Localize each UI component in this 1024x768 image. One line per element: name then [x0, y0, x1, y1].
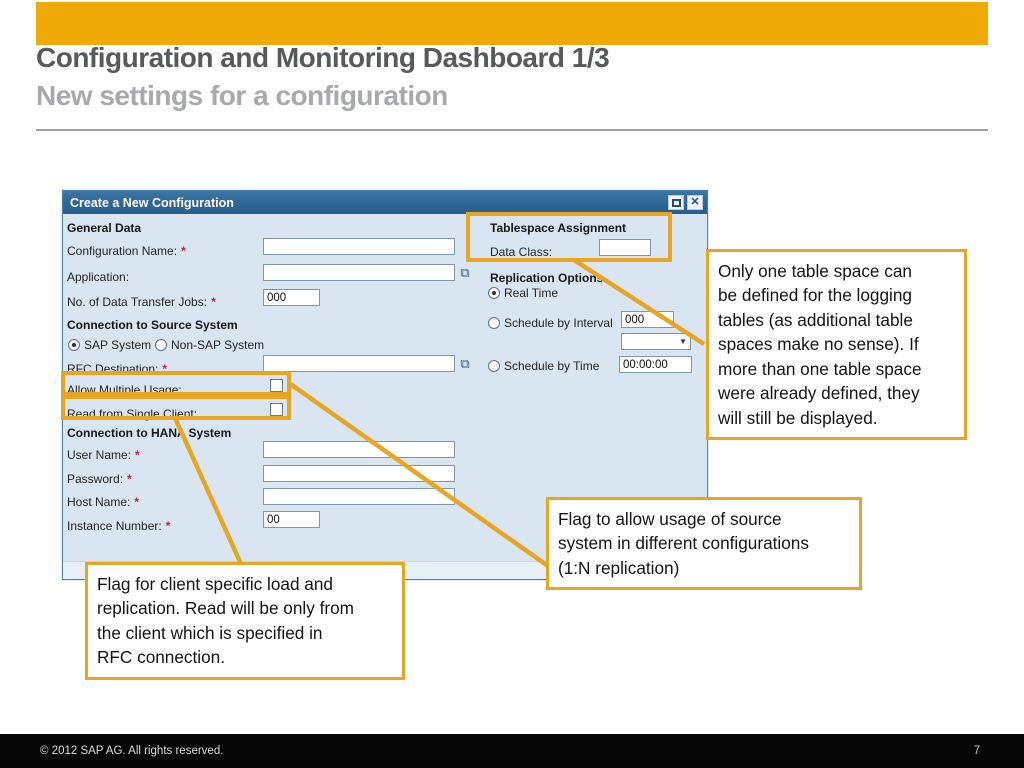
data-class-input[interactable] — [599, 239, 651, 256]
sap-system-label-text: SAP System — [84, 338, 152, 352]
jobs-label-row: No. of Data Transfer Jobs: * — [67, 295, 216, 309]
required-marker: * — [127, 472, 132, 486]
host-name-label: Host Name: — [67, 495, 131, 509]
highlight-rect-read-single — [61, 395, 291, 420]
schedule-interval-input[interactable] — [621, 311, 674, 328]
dialog-titlebar[interactable]: Create a New Configuration ✕ — [63, 191, 707, 214]
maximize-button[interactable] — [668, 195, 684, 210]
application-label: Application: — [67, 270, 130, 284]
schedule-interval-label-text: Schedule by Interval — [504, 316, 613, 330]
maximize-icon — [671, 198, 681, 207]
config-name-label-row: Configuration Name: * — [67, 244, 186, 258]
section-source-system: Connection to Source System — [67, 318, 238, 332]
note-single-client: Flag for client specific load and replic… — [85, 562, 405, 680]
user-name-input[interactable] — [263, 441, 455, 458]
checkbox-allow-multiple-usage[interactable] — [270, 379, 283, 392]
highlight-rect-allow-multiple — [61, 371, 291, 396]
real-time-label: Real Time — [504, 286, 558, 300]
application-input[interactable] — [263, 264, 455, 281]
password-label: Password: — [67, 472, 124, 486]
close-icon: ✕ — [690, 196, 700, 208]
checkbox-read-single-client[interactable] — [270, 403, 283, 416]
schedule-time-label: Schedule by Time — [504, 359, 599, 373]
radio-schedule-time[interactable] — [488, 360, 500, 372]
required-marker: * — [162, 362, 168, 376]
slide-accent-bar — [36, 2, 988, 45]
non-sap-system-label-text: Non-SAP System — [171, 338, 265, 352]
section-general-data: General Data — [67, 221, 142, 235]
sap-system-label: SAP System — [84, 338, 151, 352]
jobs-input[interactable] — [263, 289, 320, 306]
radio-schedule-interval[interactable] — [488, 317, 500, 329]
required-marker: * — [135, 448, 140, 462]
note-multiple-usage: Flag to allow usage of source system in … — [546, 497, 862, 591]
required-marker: * — [165, 519, 171, 533]
jobs-label: No. of Data Transfer Jobs: — [67, 295, 208, 309]
non-sap-system-label: Non-SAP System — [171, 338, 264, 352]
real-time-label-text: Real Time — [504, 286, 559, 300]
user-name-label: User Name: — [67, 448, 132, 462]
window-buttons: ✕ — [668, 195, 703, 210]
interval-unit-dropdown[interactable]: ▼ — [621, 333, 691, 350]
note-tablespace: Only one table space can be defined for … — [706, 249, 967, 440]
page-number: 7 — [973, 745, 980, 757]
rfc-input[interactable] — [263, 355, 455, 372]
schedule-interval-label: Schedule by Interval — [504, 316, 613, 330]
radio-sap-system[interactable] — [68, 339, 80, 351]
section-hana-system: Connection to HANA System — [67, 426, 232, 440]
instance-number-input[interactable] — [263, 511, 320, 528]
instance-number-label-row: Instance Number: * — [67, 519, 170, 533]
section-tablespace: Tablespace Assignment — [490, 221, 627, 235]
page-title: Configuration and Monitoring Dashboard 1… — [36, 42, 610, 73]
close-button[interactable]: ✕ — [687, 195, 703, 210]
schedule-time-input[interactable] — [619, 356, 692, 373]
required-marker: * — [181, 244, 186, 258]
config-name-label: Configuration Name: — [67, 244, 178, 258]
instance-number-label: Instance Number: — [67, 519, 162, 533]
password-input[interactable] — [263, 465, 455, 482]
highlight-rect-tablespace — [466, 212, 672, 262]
host-name-label-row: Host Name: * — [67, 495, 139, 509]
value-help-icon[interactable]: ⧉ — [460, 264, 470, 280]
required-marker: * — [134, 495, 140, 509]
dialog-title: Create a New Configuration — [70, 195, 234, 210]
chevron-down-icon: ▼ — [679, 336, 687, 346]
data-class-label-row: Data Class: — [490, 245, 552, 259]
host-name-input[interactable] — [263, 488, 455, 505]
copyright-text: © 2012 SAP AG. All rights reserved. — [40, 745, 224, 757]
schedule-time-label-text: Schedule by Time — [504, 359, 600, 373]
value-help-icon[interactable]: ⧉ — [460, 355, 470, 371]
title-divider — [36, 129, 988, 131]
config-name-input[interactable] — [263, 238, 455, 255]
required-marker: * — [211, 295, 216, 309]
slide-footer: © 2012 SAP AG. All rights reserved. 7 — [0, 734, 1024, 768]
user-name-label-row: User Name: * — [67, 448, 140, 462]
application-label-row: Application: — [67, 270, 129, 284]
data-class-label: Data Class: — [490, 245, 553, 259]
radio-real-time[interactable] — [488, 287, 500, 299]
password-label-row: Password: * — [67, 472, 132, 486]
section-replication: Replication Options — [490, 271, 604, 285]
page-subtitle: New settings for a configuration — [36, 80, 448, 111]
radio-non-sap-system[interactable] — [155, 339, 167, 351]
